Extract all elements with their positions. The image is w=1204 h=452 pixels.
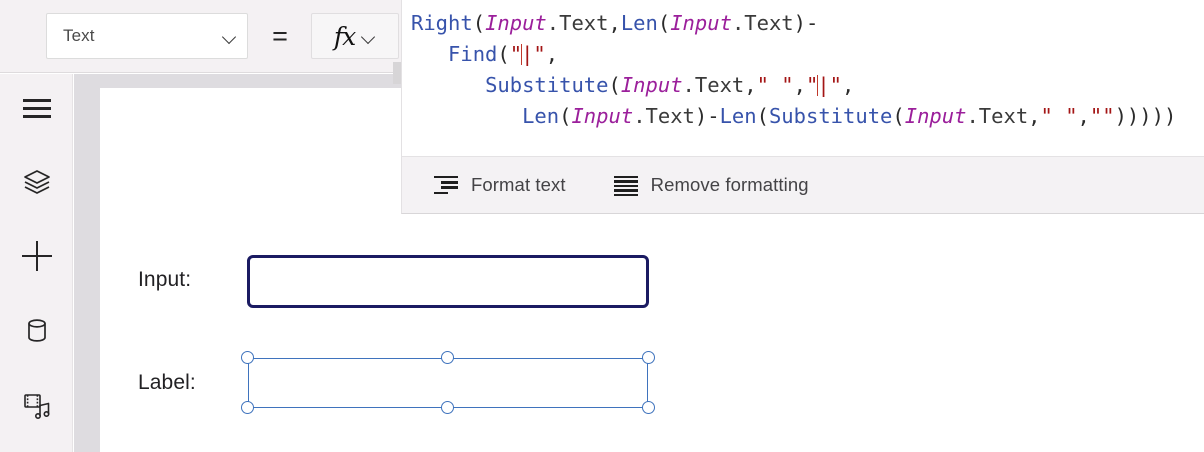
property-selector-dropdown[interactable]: Text [46, 13, 248, 59]
formula-line: Substitute(Input.Text," ","|", [411, 70, 1200, 101]
formula-input[interactable]: Right(Input.Text,Len(Input.Text)- Find("… [411, 8, 1200, 156]
label-row-label: Label: [138, 371, 196, 394]
sidebar-item-data[interactable] [0, 306, 73, 356]
formula-token: , [545, 42, 559, 66]
sidebar-item-menu[interactable] [0, 83, 73, 133]
formula-token: ) [694, 104, 708, 128]
formula-token: Len [620, 11, 658, 35]
layers-tree-view-icon [22, 167, 52, 197]
formula-token: Substitute [768, 104, 893, 128]
sidebar-item-media[interactable] [0, 380, 73, 430]
formula-token: - [707, 104, 720, 128]
formula-token: ( [559, 104, 572, 128]
formula-token: "" [1089, 104, 1115, 128]
sidebar-item-tree-view[interactable] [0, 157, 73, 207]
resize-handle-top-left[interactable] [241, 351, 254, 364]
formula-token: Right [411, 11, 473, 35]
formula-token: , [793, 73, 806, 97]
formula-token [411, 104, 522, 128]
resize-handle-top-right[interactable] [642, 351, 655, 364]
equals-sign: = [272, 21, 288, 51]
formula-token: |" [521, 42, 546, 66]
database-data-icon [22, 316, 52, 346]
left-navigation-rail [0, 74, 73, 452]
property-selector-value: Text [63, 26, 95, 45]
formula-token: .Text [546, 11, 609, 35]
formula-token: , [1028, 104, 1041, 128]
formula-token: Input [904, 104, 967, 128]
formula-token: ( [892, 104, 905, 128]
hamburger-menu-icon [22, 93, 52, 123]
media-icon [22, 390, 52, 420]
formula-token: ( [497, 42, 510, 66]
text-caret [521, 44, 523, 65]
input-row-label: Input: [138, 268, 192, 291]
remove-formatting-icon [613, 176, 638, 196]
formula-token: ( [756, 104, 769, 128]
format-text-button[interactable]: Format text [428, 165, 572, 205]
formula-scroll-indicator[interactable] [393, 62, 401, 84]
formula-token [411, 42, 448, 66]
formula-line: Len(Input.Text)-Len(Substitute(Input.Tex… [411, 101, 1200, 132]
formula-token: , [842, 73, 855, 97]
chevron-down-icon [223, 32, 237, 40]
formula-line: Right(Input.Text,Len(Input.Text)- [411, 8, 1200, 39]
text-input-control[interactable] [247, 255, 649, 308]
formula-toolbar: Format text Remove formatting [402, 156, 1204, 213]
fx-function-button[interactable]: fx [311, 13, 399, 59]
plus-insert-icon [21, 241, 52, 271]
formula-token: ( [472, 11, 486, 35]
formula-token: " [805, 73, 819, 97]
formula-line: Find("|", [411, 39, 1200, 70]
formula-token: , [608, 11, 621, 35]
resize-handle-bottom-middle[interactable] [441, 401, 454, 414]
formula-token: |" [817, 73, 843, 97]
resize-handle-bottom-right[interactable] [642, 401, 655, 414]
remove-formatting-label: Remove formatting [650, 174, 809, 195]
text-caret [817, 75, 819, 96]
formula-token: " " [756, 73, 794, 97]
formula-token: ( [657, 11, 671, 35]
formula-token: .Text [966, 104, 1029, 128]
formula-token [411, 73, 485, 97]
remove-formatting-button[interactable]: Remove formatting [608, 165, 815, 205]
formula-token: - [806, 11, 819, 35]
resize-handle-top-middle[interactable] [441, 351, 454, 364]
formula-token: .Text [731, 11, 794, 35]
formula-token: Len [522, 104, 560, 128]
formula-token: , [744, 73, 757, 97]
formula-token: , [1077, 104, 1090, 128]
chevron-down-icon [362, 32, 376, 40]
formula-token: Input [620, 73, 683, 97]
formula-token: Find [448, 42, 498, 66]
formula-editor-panel: Right(Input.Text,Len(Input.Text)- Find("… [393, 0, 1204, 214]
format-text-label: Format text [471, 174, 566, 195]
fx-icon: fx [333, 21, 356, 51]
formula-token: ) [793, 11, 806, 35]
formula-token: ( [608, 73, 621, 97]
formula-token: Input [670, 11, 732, 35]
formula-token: Substitute [485, 73, 609, 97]
sidebar-item-insert[interactable] [0, 231, 73, 281]
formula-token: Input [485, 11, 547, 35]
formula-token: Len [719, 104, 757, 128]
formula-token: " [509, 42, 523, 66]
formula-token: .Text [633, 104, 695, 128]
selected-label-control[interactable] [241, 351, 655, 414]
formula-token: .Text [682, 73, 745, 97]
formula-token: ))))) [1114, 104, 1177, 128]
formula-token: Input [571, 104, 634, 128]
formula-token: " " [1040, 104, 1078, 128]
resize-handle-bottom-left[interactable] [241, 401, 254, 414]
format-text-icon [434, 176, 458, 194]
